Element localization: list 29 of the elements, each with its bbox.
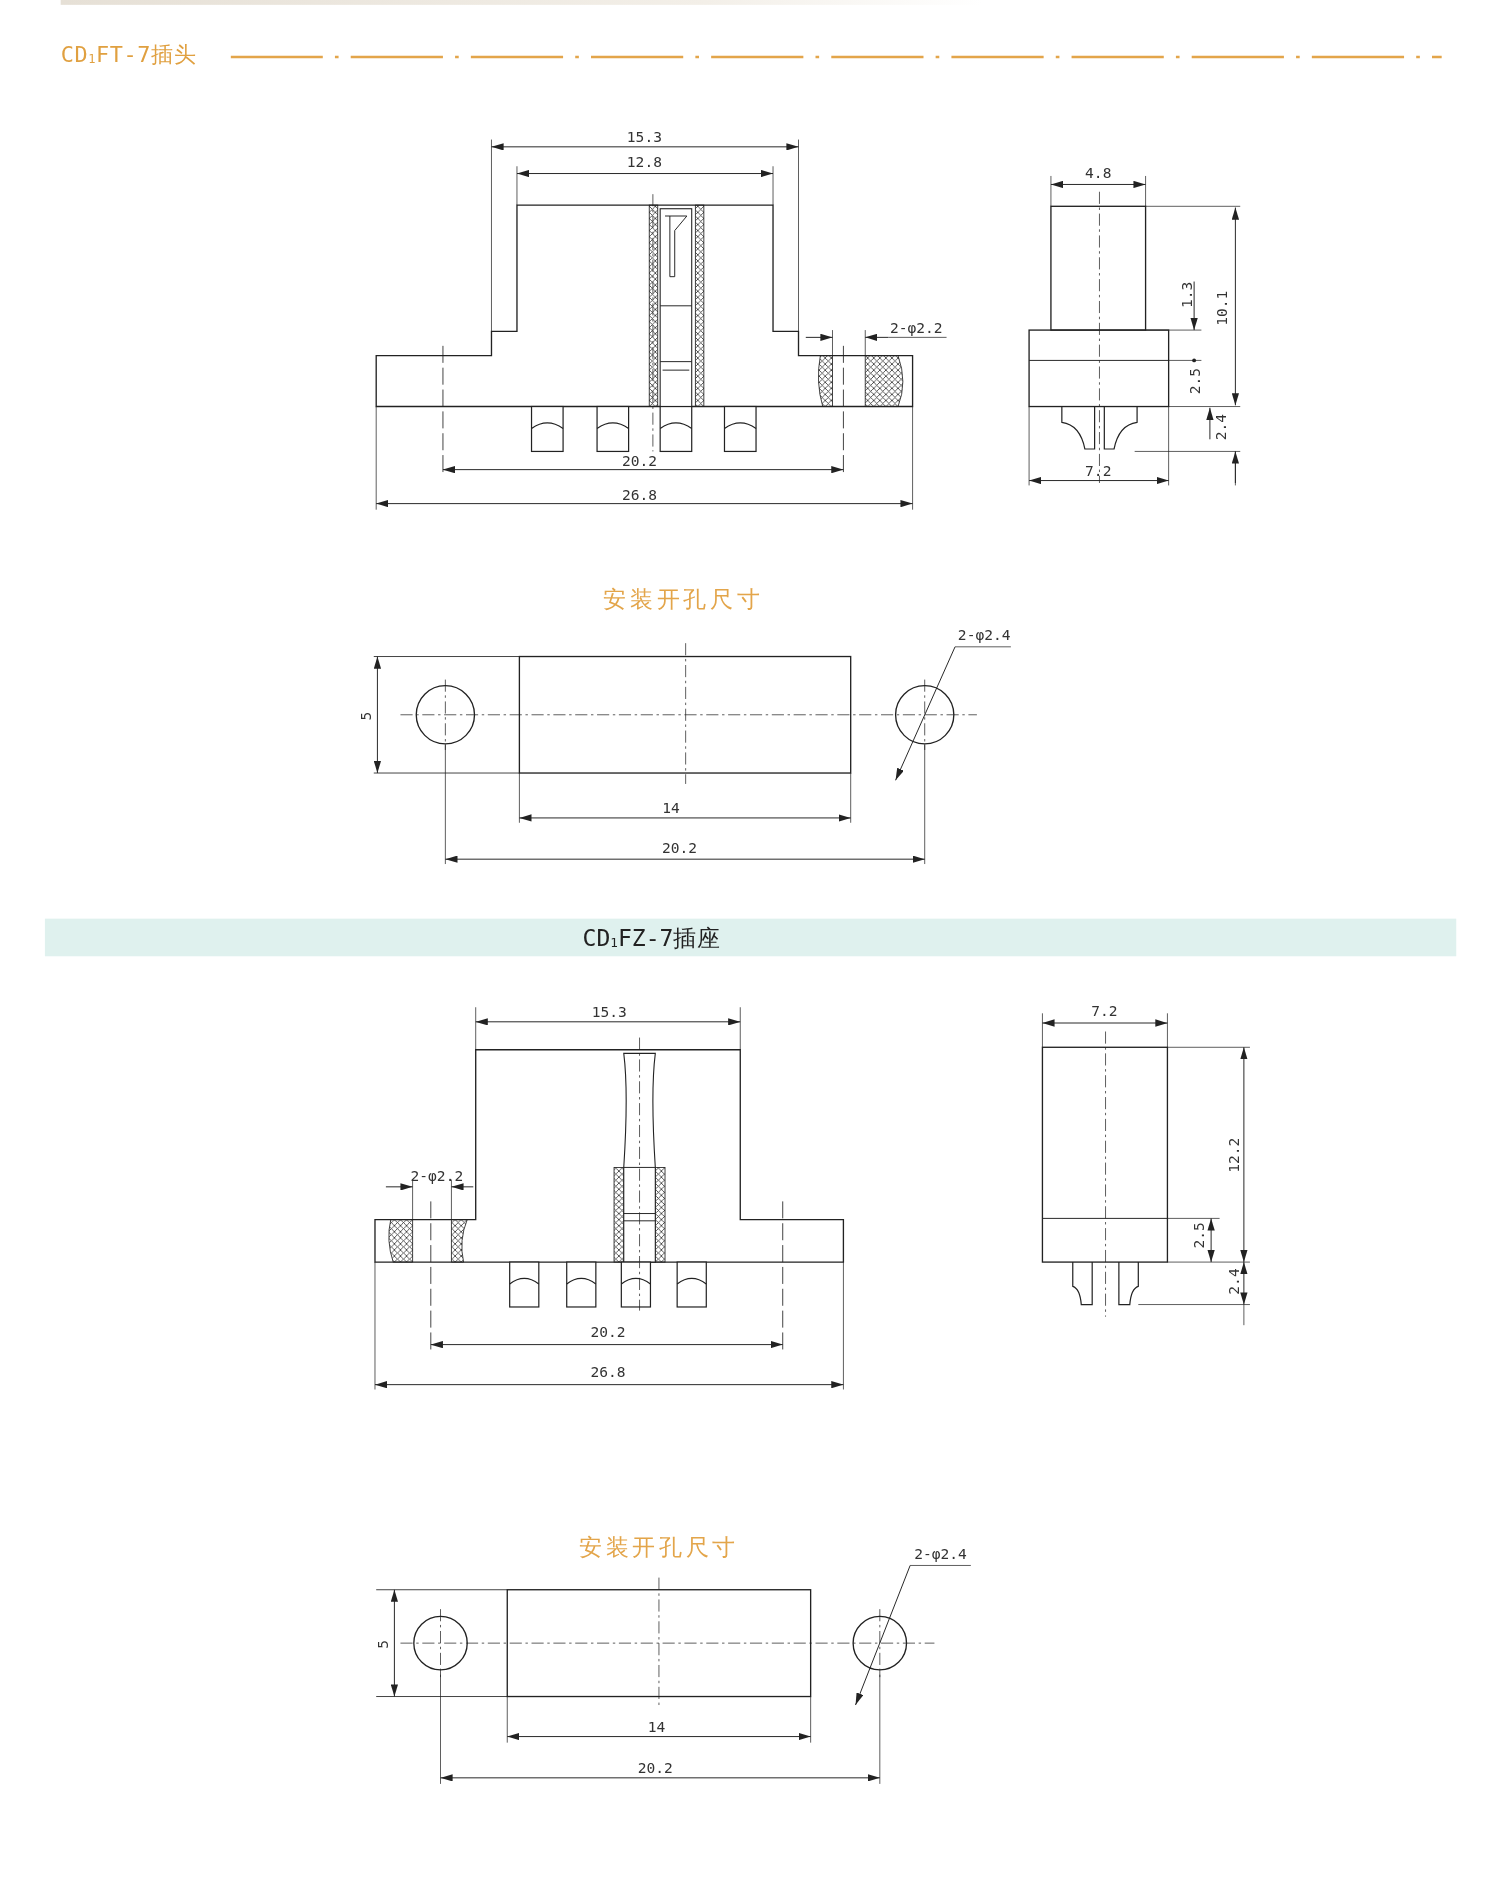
dimension-label: 26.8 [590, 1365, 626, 1380]
dimension-label: 14 [662, 800, 680, 816]
dimension-label: 1.3 [1179, 281, 1195, 309]
dimension-label: 26.8 [622, 487, 658, 503]
dimension-label: 12.2 [1226, 1137, 1242, 1173]
dimension-label: 2.5 [1188, 367, 1203, 395]
dimension-label: 2.4 [1226, 1268, 1242, 1295]
dimension-label: 7.2 [1085, 463, 1112, 479]
dimension-label: 15.3 [591, 1004, 627, 1020]
dimension-label: 12.8 [626, 155, 662, 170]
section-heading: 安装开孔尺寸 [603, 587, 764, 611]
dimension-label: 7.2 [1091, 1003, 1118, 1019]
dimension-label: 5 [359, 711, 374, 721]
dimension-label: 2.5 [1191, 1222, 1207, 1249]
dimension-label: 20.2 [590, 1325, 626, 1340]
dimension-label: 4.8 [1085, 166, 1112, 181]
hole-callout-label: 2-φ2.4 [957, 627, 1011, 642]
dimension-label: 5 [376, 1639, 391, 1649]
hole-callout-label: 2-φ2.2 [410, 1168, 464, 1184]
hole-callout-label: 2-φ2.4 [914, 1547, 967, 1562]
dimension-label: 20.2 [622, 453, 658, 469]
hole-callout-label: 2-φ2.2 [889, 320, 943, 335]
dimension-label: 14 [647, 1719, 666, 1735]
dimension-label: 2.4 [1213, 414, 1229, 441]
dimension-label: 10.1 [1214, 290, 1230, 326]
dimension-label: 20.2 [637, 1760, 673, 1776]
dimension-label: 15.3 [626, 129, 662, 145]
section-heading: 安装开孔尺寸 [578, 1535, 740, 1559]
dimension-label: 20.2 [662, 841, 698, 856]
